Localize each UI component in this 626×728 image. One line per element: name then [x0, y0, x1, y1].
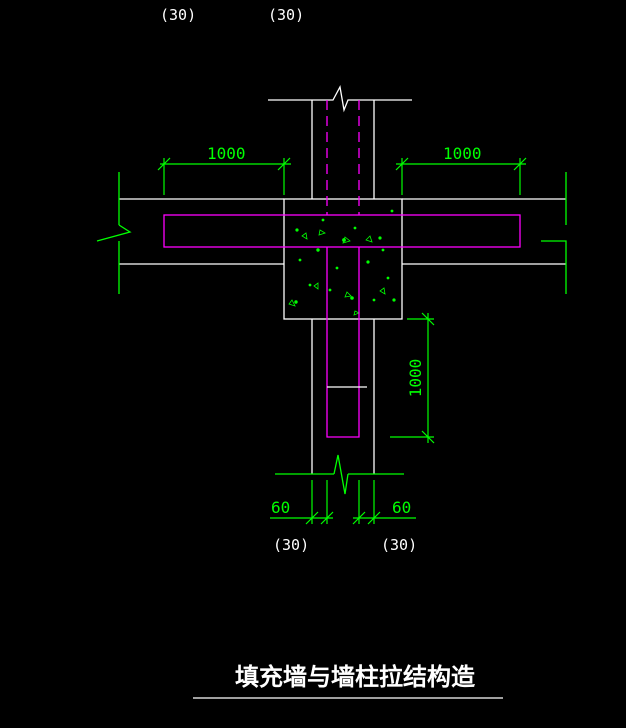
vertical-wall	[311, 100, 375, 474]
bottom-label-left: (30)	[273, 536, 309, 554]
concrete-aggregate	[288, 209, 396, 316]
top-wall-break	[268, 85, 412, 113]
tie-bars	[163, 100, 521, 438]
dimension-left-label: 1000	[207, 144, 246, 163]
top-label-right: (30)	[268, 6, 304, 24]
dimension-bottom	[270, 480, 416, 525]
concrete-column	[283, 198, 403, 320]
drawing-title: 填充墙与墙柱拉结构造	[235, 663, 475, 691]
bottom-wall-break	[275, 454, 404, 495]
bottom-label-right: (30)	[381, 536, 417, 554]
dimension-vertical	[390, 312, 435, 444]
dimension-right-label: 1000	[443, 144, 482, 163]
dimension-right-horizontal	[395, 157, 527, 195]
dimension-vertical-label: 1000	[406, 359, 425, 398]
dimension-bottom-right-label: 60	[392, 498, 411, 517]
dimension-left-horizontal	[157, 157, 291, 195]
left-break-line	[96, 172, 132, 294]
horizontal-wall	[119, 198, 566, 265]
top-label-left: (30)	[160, 6, 196, 24]
right-break-line	[541, 172, 567, 294]
dimension-bottom-left-label: 60	[271, 498, 290, 517]
